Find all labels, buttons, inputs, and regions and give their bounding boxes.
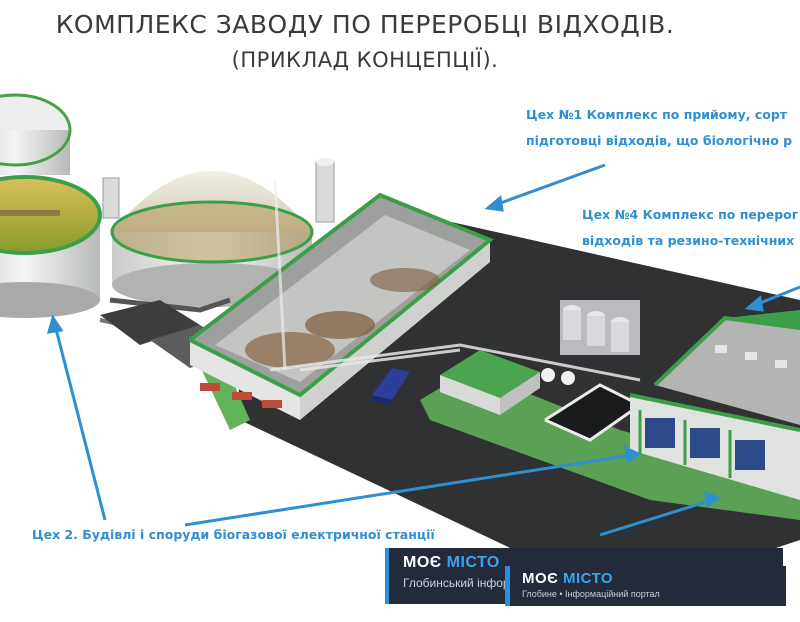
arrow-shop2-left-head [46, 314, 64, 334]
callout-arrows [46, 163, 800, 537]
arrow-shop2-left [53, 324, 107, 521]
callout-shop2: Цех 2. Будівлі і споруди біогазової елек… [32, 527, 435, 542]
office-building [440, 350, 540, 415]
arrow-shop1 [494, 163, 606, 207]
arrow-shop2-right-head [704, 490, 722, 508]
biogas-dome-digester [110, 171, 314, 307]
arrow-shop1-head [484, 195, 504, 212]
diagram-title: КОМПЛЕКС ЗАВОДУ ПО ПЕРЕРОБЦІ ВІДХОДІВ. [55, 10, 675, 39]
digester-tank-open [0, 175, 102, 318]
conveyor-lines [269, 343, 641, 382]
badge-back-brand-a: МОЄ [403, 554, 447, 571]
callout-shop1-line1: Цех №1 Комплекс по прийому, сорт [526, 107, 788, 122]
conveyor-vertical [273, 179, 287, 371]
badge-front-brand: МОЄ МІСТО [522, 570, 786, 587]
callout-shop4: Цех №4 Комплекс по перерог відходів та р… [582, 202, 798, 254]
arrow-shop2-mid-head [624, 445, 641, 464]
shop1-building [188, 192, 494, 420]
silos [102, 158, 335, 223]
process-tanks [541, 300, 640, 385]
callout-shop4-line1: Цех №4 Комплекс по перерог [582, 207, 799, 222]
badge-back-tagline: Глобинський інфор [403, 576, 510, 590]
callout-shop1: Цех №1 Комплекс по прийому, сорт підгото… [526, 102, 792, 154]
pipe-line [109, 297, 231, 313]
arrow-shop2-right [599, 498, 713, 537]
badge-back-brand-b: МІСТО [446, 554, 500, 571]
badge-front-tagline: Глобине • Інформаційний портал [522, 589, 660, 599]
arrow-shop2-mid [184, 453, 633, 527]
arrow-shop4 [754, 285, 800, 307]
shop4-building [629, 310, 800, 500]
callout-shop1-line2: підготовці відходів, що біологічно р [526, 133, 793, 148]
green-lawn-strip [420, 370, 800, 520]
storage-tank-back [0, 93, 72, 175]
badge-front-brand-a: МОЄ [522, 570, 564, 587]
watermark-badge-front[interactable]: МОЄ МІСТО Глобине • Інформаційний портал [505, 566, 786, 606]
arrow-shop4-head [744, 295, 764, 312]
diagram-subtitle: (ПРИКЛАД КОНЦЕПЦІЇ). [231, 48, 499, 72]
delivery-truck [372, 368, 410, 406]
badge-back-brand: МОЄ МІСТО [403, 554, 783, 572]
callout-shop4-line2: відходів та резино-технічних [582, 233, 795, 248]
badge-front-brand-b: МІСТО [563, 570, 614, 587]
